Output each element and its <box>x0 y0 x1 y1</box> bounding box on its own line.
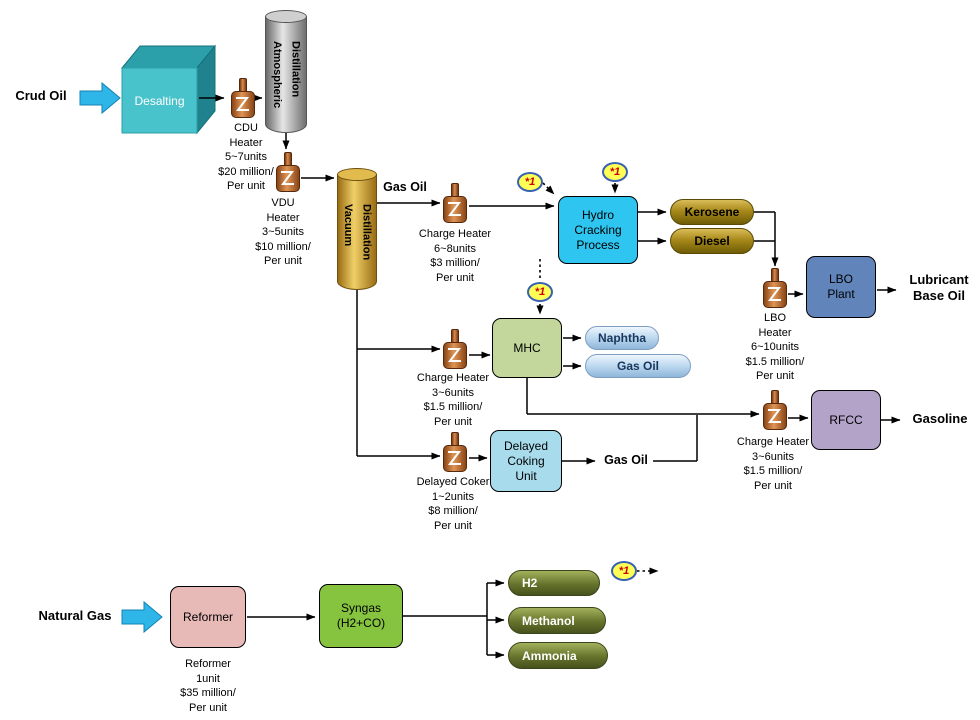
cdu-heater-note: CDU Heater 5~7units $20 million/ Per uni… <box>218 122 274 193</box>
gasoline-label: Gasoline <box>912 411 968 426</box>
column-body <box>337 174 377 290</box>
heater-chimney <box>451 329 459 343</box>
gas-oil-feed-label: Gas Oil <box>383 180 427 194</box>
reformer-note: Reformer 1unit $35 million/ Per unit <box>180 658 236 714</box>
lbo-heater-icon <box>763 268 787 308</box>
heater-chimney <box>284 152 292 166</box>
heater-body <box>443 445 467 472</box>
note-badge: *1 <box>611 561 637 581</box>
column-body <box>265 16 307 133</box>
atmospheric-distillation-label: Atmospheric Distillation <box>271 40 302 109</box>
column-top <box>265 10 307 23</box>
heater-z-mark <box>236 97 249 111</box>
heater-chimney <box>771 390 779 404</box>
heater-chimney <box>771 268 779 282</box>
rfcc-charge-heater-note: Charge Heater 3~6units $1.5 million/ Per… <box>736 436 810 492</box>
cdu-heater-icon <box>231 78 255 118</box>
kerosene-output: Kerosene <box>670 199 754 225</box>
heater-body <box>443 342 467 369</box>
vdu-heater-icon <box>276 152 300 192</box>
hydro-cracking-unit: Hydro Cracking Process <box>558 196 638 264</box>
mhc-charge-heater-icon <box>443 329 467 369</box>
heater-chimney <box>451 183 459 197</box>
note-connectors <box>536 182 659 575</box>
rfcc-unit: RFCC <box>811 390 881 450</box>
vdu-heater-note: VDU Heater 3~5units $10 million/ Per uni… <box>255 197 311 268</box>
mhc-unit: MHC <box>492 318 562 378</box>
gas-oil-coking-label: Gas Oil <box>604 453 648 467</box>
lbo-plant-unit: LBO Plant <box>806 256 876 318</box>
hc-charge-heater-note: Charge Heater 6~8units $3 million/ Per u… <box>418 228 492 284</box>
atmospheric-distillation-column: Atmospheric Distillation <box>265 10 307 133</box>
heater-z-mark <box>768 409 781 423</box>
heater-chimney <box>451 432 459 446</box>
rfcc-charge-heater-icon <box>763 390 787 430</box>
desalting-cube <box>120 44 217 135</box>
note-badge: *1 <box>517 172 543 192</box>
lubricant-base-oil-label: Lubricant Base Oil <box>909 272 969 304</box>
heater-z-mark <box>448 451 461 465</box>
vacuum-distillation-column: Vacuum Distillation <box>337 168 377 290</box>
natural-gas-label: Natural Gas <box>38 608 112 623</box>
gas-oil-mhc-output: Gas Oil <box>585 354 691 378</box>
heater-chimney <box>239 78 247 92</box>
desalting-unit-label: Desalting <box>134 93 185 108</box>
column-top <box>337 168 377 181</box>
heater-z-mark <box>448 348 461 362</box>
natural-gas-input-arrow-icon <box>121 600 163 634</box>
mhc-charge-heater-note: Charge Heater 3~6units $1.5 million/ Per… <box>416 372 490 428</box>
heater-body <box>231 91 255 118</box>
delayed-coker-heater-icon <box>443 432 467 472</box>
naphtha-output: Naphtha <box>585 326 659 350</box>
delayed-coker-note: Delayed Coker 1~2units $8 million/ Per u… <box>416 476 490 532</box>
h2-output: H2 <box>508 570 600 596</box>
note-badge: *1 <box>602 162 628 182</box>
crude-oil-input-arrow-icon <box>79 81 121 115</box>
delayed-coking-unit: Delayed Coking Unit <box>490 430 562 492</box>
hc-charge-heater-icon <box>443 183 467 223</box>
heater-body <box>763 403 787 430</box>
ammonia-output: Ammonia <box>508 642 608 669</box>
crude-oil-label: Crud Oil <box>15 88 67 103</box>
heater-body <box>276 165 300 192</box>
vacuum-distillation-label: Vacuum Distillation <box>342 203 373 261</box>
heater-z-mark <box>768 287 781 301</box>
syngas-unit: Syngas (H2+CO) <box>319 584 403 648</box>
heater-body <box>443 196 467 223</box>
reformer-unit: Reformer <box>170 586 246 648</box>
note-badge: *1 <box>527 282 553 302</box>
methanol-output: Methanol <box>508 607 606 634</box>
heater-body <box>763 281 787 308</box>
flow-connectors <box>199 94 901 659</box>
diesel-output: Diesel <box>670 228 754 254</box>
lbo-heater-note: LBO Heater 6~10units $1.5 million/ Per u… <box>745 312 805 383</box>
heater-z-mark <box>281 171 294 185</box>
heater-z-mark <box>448 202 461 216</box>
